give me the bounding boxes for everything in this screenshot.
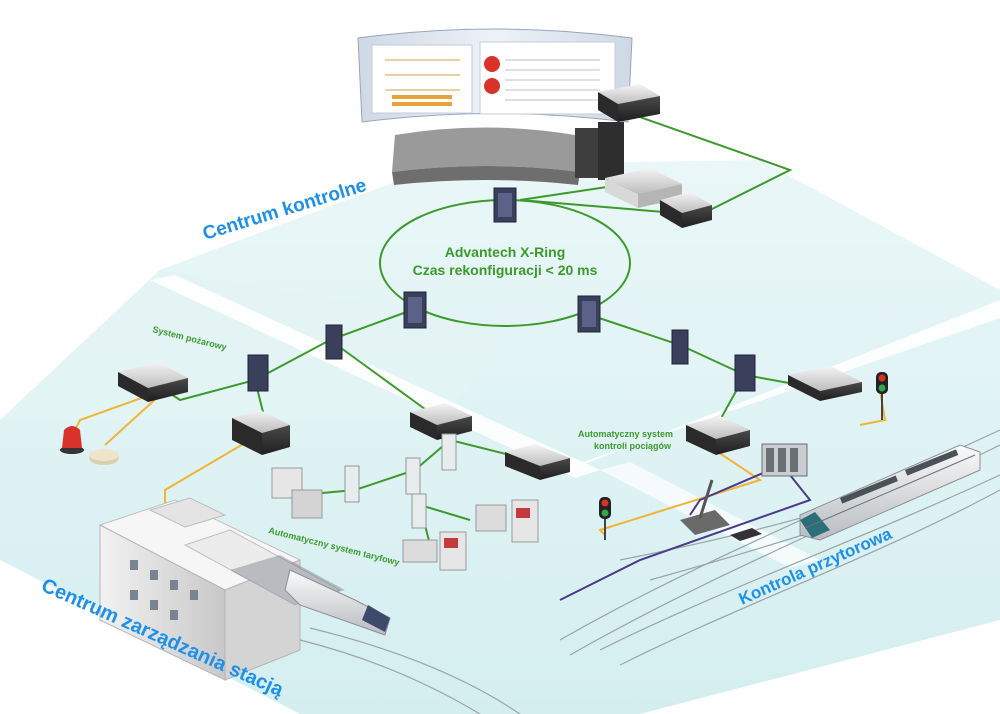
- track-switch-lever-icon: [680, 479, 730, 535]
- alarm-beacon-icon: [60, 426, 84, 454]
- ring-title-line-1: Advantech X-Ring: [445, 244, 566, 260]
- industrial-ethernet-switch-icon: [247, 354, 269, 392]
- railway-signal-icon: [599, 497, 611, 540]
- ticket-machine-icon: [402, 499, 539, 571]
- operator-console: [392, 122, 624, 185]
- rack-server-icon: [605, 168, 682, 208]
- ring-title-line-2: Czas rekonfiguracji < 20 ms: [413, 262, 598, 278]
- train-icon: [284, 569, 391, 636]
- rack-server-icon: [232, 410, 290, 455]
- industrial-ethernet-switch-icon: [403, 291, 427, 329]
- io-links: [559, 469, 812, 601]
- plc-controller-icon: [761, 443, 808, 477]
- industrial-ethernet-switch-icon: [671, 329, 689, 365]
- control-room-video-wall: [357, 28, 633, 123]
- industrial-ethernet-switch-icon: [344, 433, 457, 529]
- rack-server-icon: [505, 444, 570, 480]
- subsystem-label-train-control-line-1: Automatyczny system: [578, 429, 673, 439]
- industrial-ethernet-switch-icon: [493, 187, 517, 223]
- rack-server-icon: [788, 366, 862, 401]
- train-icon: [799, 444, 981, 541]
- rack-server-icon: [118, 362, 188, 402]
- rack-server-icon: [660, 192, 712, 228]
- industrial-ethernet-switch-icon: [325, 324, 343, 360]
- balise-icon: [730, 528, 762, 541]
- rack-server-icon: [598, 84, 660, 122]
- railway-signal-icon: [876, 372, 888, 420]
- subsystem-label-train-control-line-2: kontroli pociągów: [594, 441, 672, 451]
- smoke-detector-icon: [89, 449, 119, 465]
- industrial-ethernet-switch-icon: [734, 354, 756, 392]
- industrial-ethernet-switch-icon: [577, 295, 601, 333]
- rack-server-icon: [686, 416, 750, 455]
- ticket-gate-icon: [271, 467, 323, 519]
